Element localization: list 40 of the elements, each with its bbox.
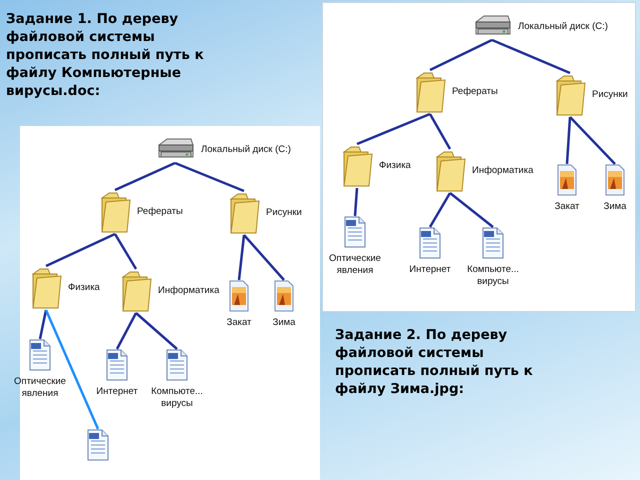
node-label: Рефераты [137,206,183,218]
tree-connector [114,162,176,192]
node-label: Оптические явления [13,376,67,400]
node-label: Интернет [96,386,138,398]
node-label: Компьюте... вирусы [466,264,520,288]
node-label: Локальный диск (C:) [201,144,291,156]
tree-connector [44,310,100,430]
node-label: Закат [226,317,252,329]
tree-connector [174,162,244,192]
task-text: Задание 1. По дереву файловой системы прописать полный путь к файлу Компьютерные вирусы.doc: [6,10,205,100]
tree-connector [449,192,494,228]
node-label: Физика [379,160,411,172]
tree-connector [356,112,430,146]
tree-connector [492,38,570,74]
task-text: Задание 2. По дереву файловой системы прописать полный путь к файлу Зима.jpg: [335,326,534,398]
node-label: Информатика [472,165,534,177]
node-label: Закат [554,201,580,213]
node-label: Локальный диск (C:) [518,21,608,33]
node-label: Зима [604,201,626,213]
node-label: Физика [68,282,100,294]
tree-connector [116,312,138,350]
node-label: Оптические явления [328,253,382,277]
tree-connector [38,310,48,340]
node-label: Рисунки [592,89,628,101]
tree-connector [243,234,285,281]
tree-connector [238,234,246,280]
tree-connector [566,116,572,164]
node-label: Компьюте... вирусы [150,386,204,410]
tree-connector [428,192,452,228]
tree-connector [429,38,493,72]
node-label: Информатика [158,285,220,297]
tree-connector [114,233,138,270]
node-label: Интернет [409,264,451,276]
node-label: Зима [272,317,296,329]
node-label: Рисунки [266,207,302,219]
node-label: Рефераты [452,86,498,98]
tree-connector [45,232,116,268]
tree-connector [428,113,452,150]
tree-connector [135,312,178,350]
tree-connector [354,188,358,216]
